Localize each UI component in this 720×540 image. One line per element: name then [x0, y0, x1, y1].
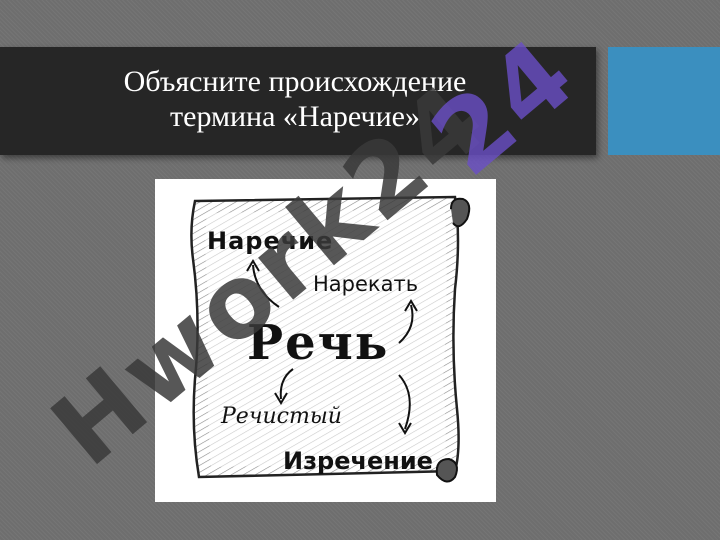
arrow-to-bottom-word: [398, 374, 411, 430]
arrow-to-right-word: [398, 304, 414, 344]
arrow-to-top-word-head: [246, 259, 260, 272]
scroll-illustration: Наречие Нарекать Речь Речистый Изречение: [155, 179, 496, 502]
title-band: [0, 47, 596, 155]
scroll-curl-top: [450, 197, 471, 228]
word-right: Нарекать: [313, 272, 418, 296]
slide-title-line-2: термина «Наречие»: [170, 100, 420, 133]
scroll-curl-bottom: [435, 457, 458, 483]
arrow-to-lower-left-word: [279, 368, 294, 400]
arrow-to-bottom-word-head: [398, 422, 412, 435]
scroll-drawing: Наречие Нарекать Речь Речистый Изречение: [190, 195, 471, 483]
slide-title-line-1: Объясните происхождение: [123, 65, 467, 98]
word-center: Речь: [247, 315, 389, 371]
scroll-paper-inner: [205, 209, 447, 467]
word-bottom: Изречение: [283, 447, 433, 475]
arrow-to-top-word: [252, 264, 280, 308]
slide-title: Объясните происхождение термина «Наречие…: [60, 64, 530, 134]
accent-block: [608, 47, 720, 155]
word-top: Наречие: [207, 227, 333, 255]
arrows: [246, 259, 418, 435]
word-lower-left: Речистый: [220, 404, 342, 429]
arrow-to-lower-left-word-head: [274, 392, 288, 405]
arrow-to-right-word-head: [404, 299, 418, 312]
